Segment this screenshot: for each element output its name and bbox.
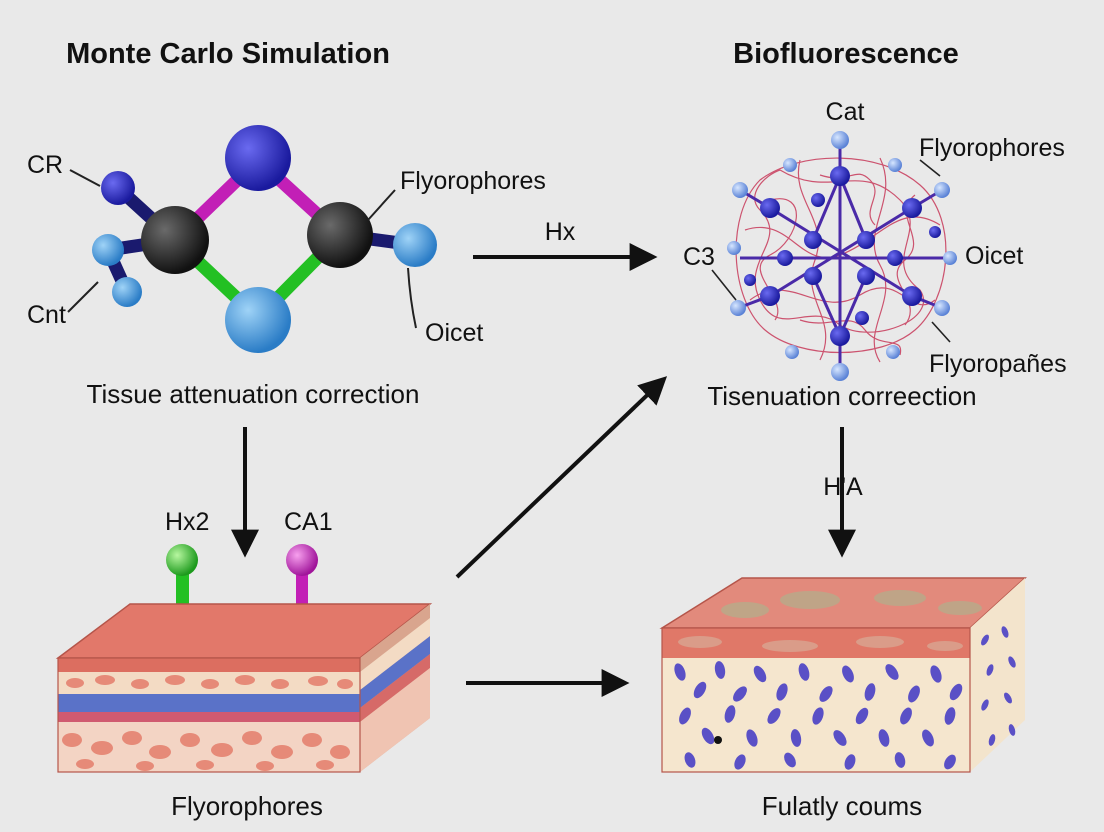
right-molecule: Cat Flyorophores C3 Oicet Flyoropañes [683, 98, 1067, 381]
arrows [231, 243, 856, 697]
left-tissue-block [55, 544, 433, 773]
probe-green-head [166, 544, 198, 576]
left-molecule-caption: Tissue attenuation correction [87, 379, 420, 409]
atom-navy-small [101, 171, 135, 205]
left-label-cr: CR [27, 151, 63, 179]
right-molecule-strands [735, 157, 947, 363]
right-label-cat: Cat [826, 98, 865, 126]
left-tissue-cells [62, 675, 353, 771]
right-molecule-atoms [727, 131, 957, 381]
right-label-flyoropanes: Flyoropañes [929, 350, 1067, 378]
left-tissue-caption: Flyorophores [171, 791, 323, 821]
left-label-flyorophores: Flyorophores [400, 167, 546, 195]
probe-magenta-head [286, 544, 318, 576]
right-molecule-caption: Tisenuation correection [707, 381, 976, 411]
right-title: Biofluorescence [733, 38, 959, 70]
left-label-cnt: Cnt [27, 301, 66, 329]
right-label-c3: C3 [683, 243, 715, 271]
probe-label-ca1: CA1 [284, 508, 333, 536]
right-label-flyorophores: Flyorophores [919, 134, 1065, 162]
arrow-right-label: H'A [823, 473, 863, 501]
left-title: Monte Carlo Simulation [66, 38, 390, 70]
atom-black-left [141, 206, 209, 274]
arrow-diagonal [455, 376, 668, 579]
right-leader-lines [711, 159, 951, 343]
atom-blue-small-1 [92, 234, 124, 266]
left-label-oicet: Oicet [425, 319, 483, 347]
arrow-top-label: Hx [545, 218, 576, 246]
left-leader-lines [67, 169, 417, 329]
atom-navy-top [225, 125, 291, 191]
right-tissue-block [659, 577, 1027, 773]
right-tissue-cells [674, 626, 1016, 770]
right-tissue-caption: Fulatly coums [762, 791, 922, 821]
probe-label-hx2: Hx2 [165, 508, 209, 536]
atom-blue-bottom [225, 287, 291, 353]
right-label-oicet: Oicet [965, 242, 1023, 270]
atom-blue-small-2 [112, 277, 142, 307]
atom-black-right [307, 202, 373, 268]
left-molecule: CR Flyorophores Cnt Oicet [27, 125, 546, 353]
atom-blue-right [393, 223, 437, 267]
